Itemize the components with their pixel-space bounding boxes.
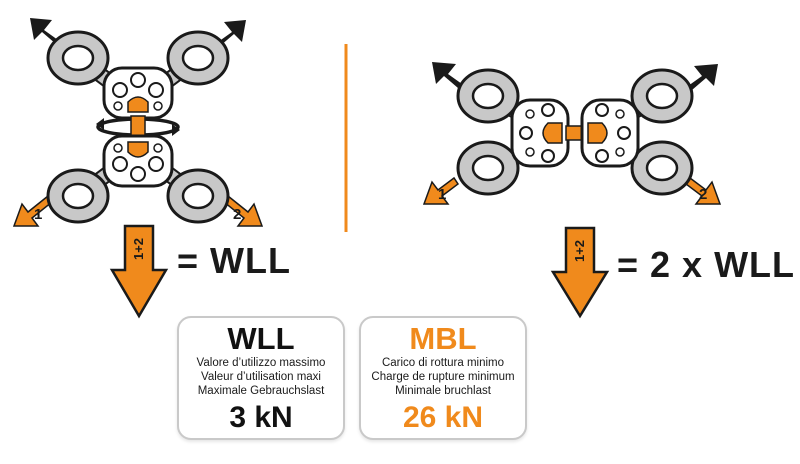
mbl-line-german: Minimale bruchlast <box>395 385 491 397</box>
left-upper-swivel-plate <box>102 66 174 120</box>
right-load-label-2: 2 <box>699 186 707 203</box>
right-top-right-arrow <box>688 64 718 90</box>
right-top-left-arrow <box>432 62 462 88</box>
wll-line-german: Maximale Gebrauchslast <box>197 385 325 397</box>
right-load-arrow-1 <box>422 176 460 205</box>
left-ring-top-left <box>46 30 110 86</box>
left-top-left-arrow <box>30 18 58 44</box>
left-equation: = WLL <box>177 240 291 281</box>
mbl-card-description: Carico di rottura minimo Charge de ruptu… <box>361 356 525 398</box>
left-load-label-1: 1 <box>34 206 42 223</box>
wll-line-french: Valeur d’utilisation maxi <box>201 371 321 383</box>
left-combined-label: 1+2 <box>131 238 146 260</box>
wll-card: WLL Valore d’utilizzo massimo Valeur d’u… <box>177 316 345 440</box>
right-ring-top-right <box>630 68 694 124</box>
right-combined-label: 1+2 <box>572 240 587 262</box>
mbl-card: MBL Carico di rottura minimo Charge de r… <box>359 316 527 440</box>
left-ring-bottom-left <box>46 168 110 224</box>
right-ring-bottom-right <box>630 140 694 196</box>
left-lower-swivel-plate <box>102 134 174 188</box>
mbl-line-french: Charge de rupture minimum <box>371 371 515 383</box>
left-load-arrow-1 <box>12 194 54 227</box>
wll-card-description: Valore d’utilizzo massimo Valeur d’utili… <box>179 356 343 398</box>
left-ring-top-right <box>166 30 230 86</box>
left-diagram: 1 2 1+2 <box>12 18 264 319</box>
left-ring-bottom-right <box>166 168 230 224</box>
right-load-arrow-2 <box>684 176 722 205</box>
right-combined-load-arrow: 1+2 <box>550 226 610 319</box>
wll-line-italian: Valore d’utilizzo massimo <box>196 357 326 369</box>
wll-card-title: WLL <box>227 321 295 356</box>
right-load-label-1: 1 <box>438 186 446 203</box>
right-ring-top-left <box>456 68 520 124</box>
left-combined-load-arrow: 1+2 <box>109 224 169 319</box>
left-load-label-2: 2 <box>233 206 241 223</box>
right-left-swivel-plate <box>510 98 570 168</box>
left-load-arrow-2 <box>222 194 264 227</box>
right-ring-bottom-left <box>456 140 520 196</box>
mbl-card-value: 26 kN <box>402 401 484 434</box>
left-top-right-arrow <box>218 20 246 46</box>
right-right-swivel-plate <box>580 98 640 168</box>
right-diagram: 1 2 1+2 <box>422 62 722 319</box>
mbl-card-title: MBL <box>409 321 477 356</box>
wll-card-value: 3 kN <box>229 401 293 434</box>
mbl-line-italian: Carico di rottura minimo <box>381 357 505 369</box>
right-equation: = 2 x WLL <box>617 244 796 285</box>
